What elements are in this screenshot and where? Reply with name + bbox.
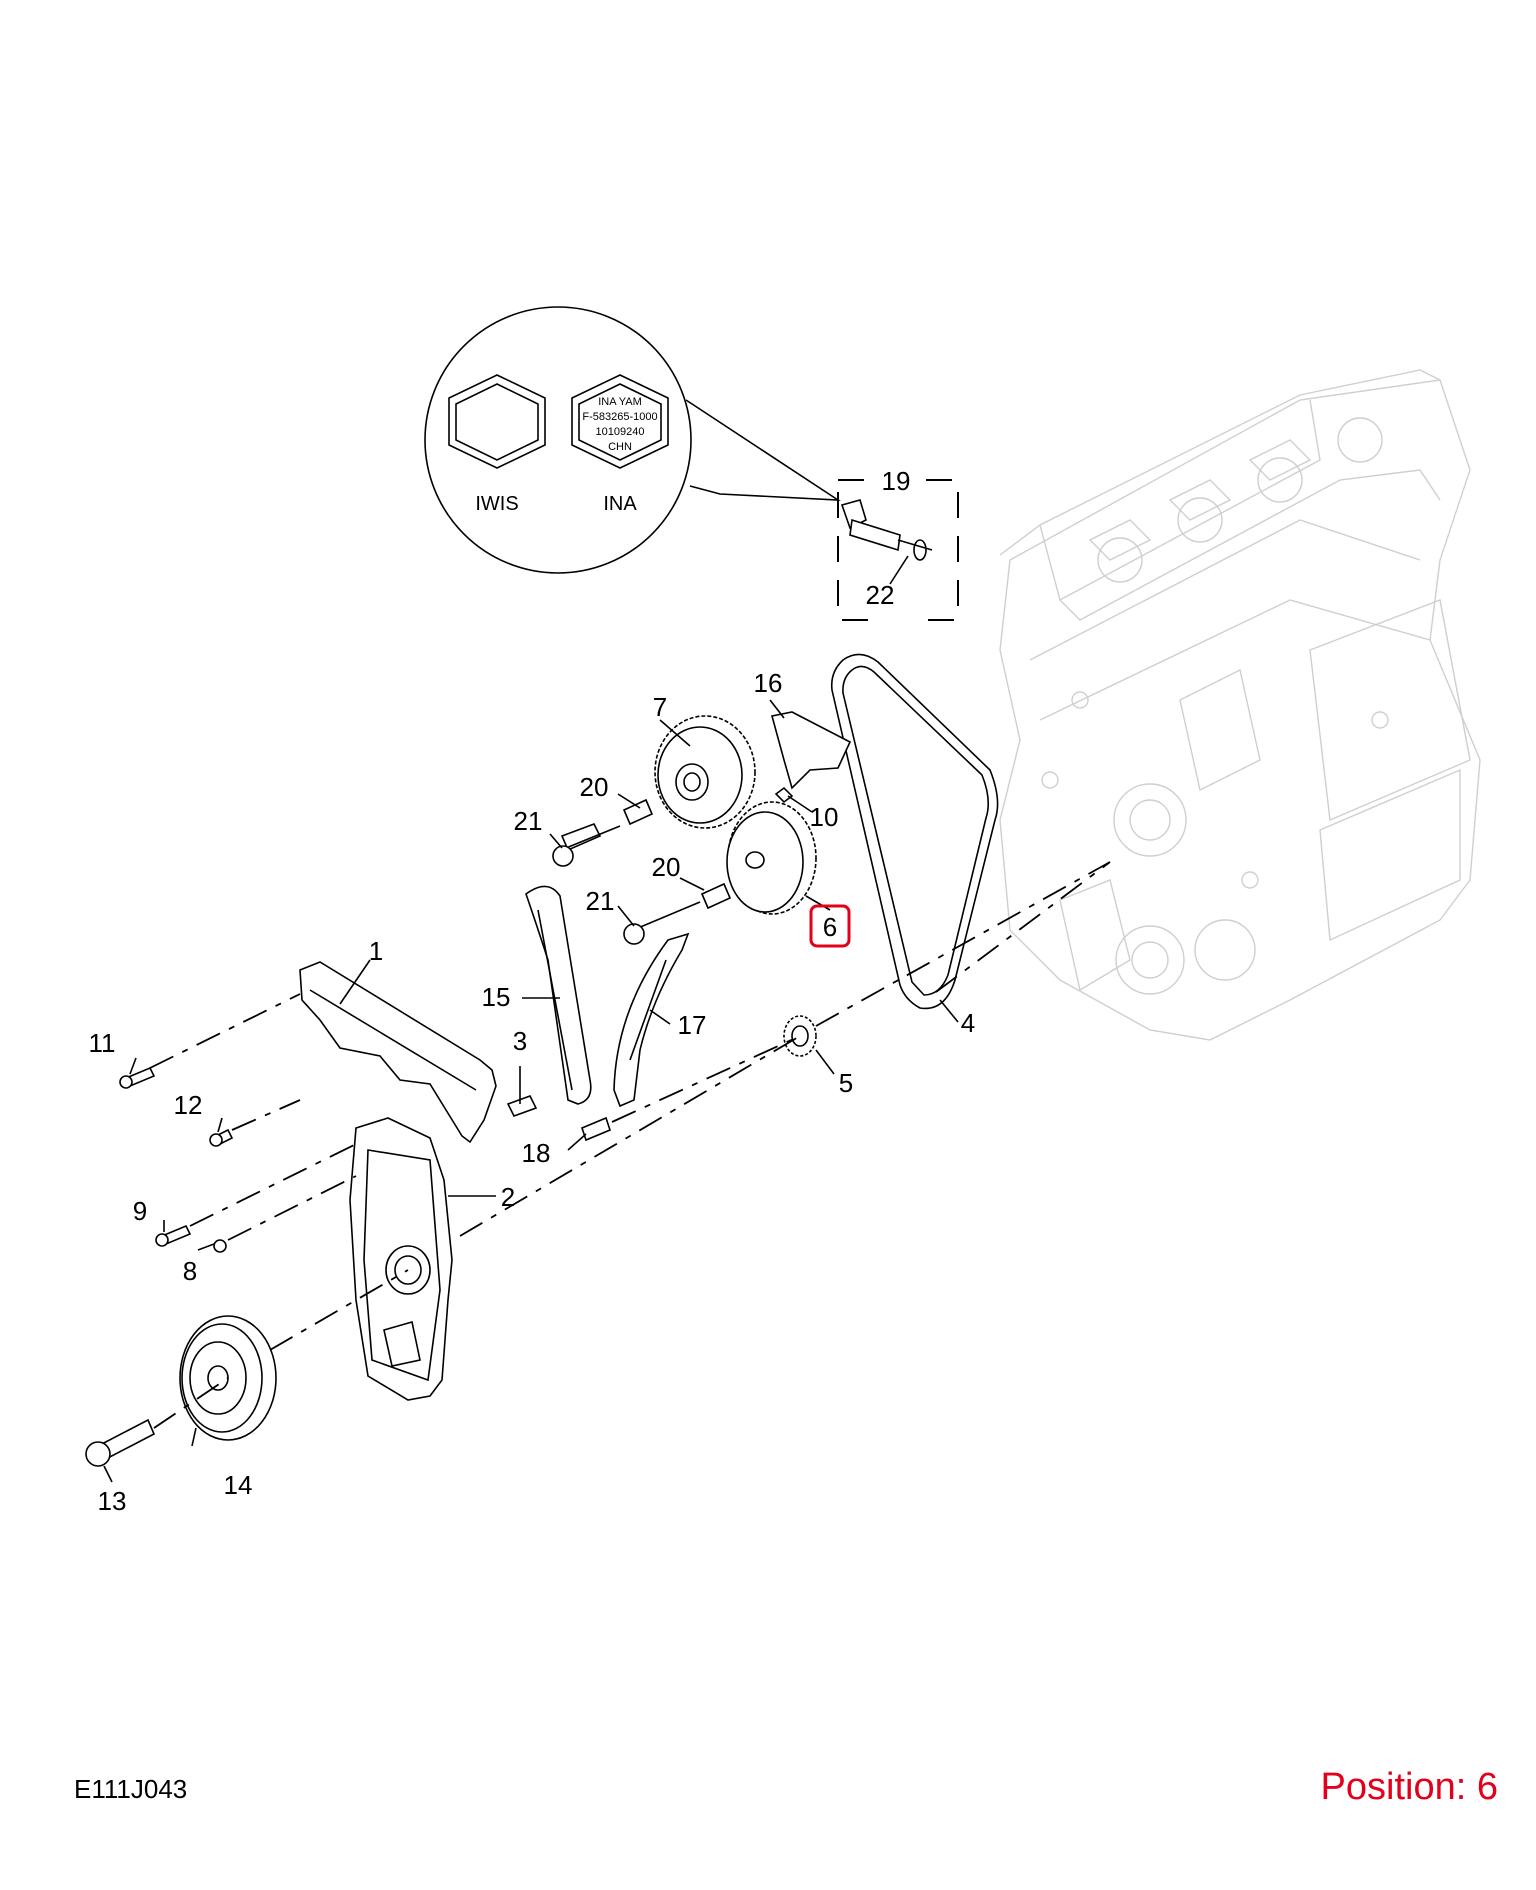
leader-lines [103, 555, 959, 1483]
iwis-hex-nut [448, 374, 546, 469]
callout-17[interactable]: 17 [678, 1010, 707, 1040]
lower-timing-cover [349, 1117, 453, 1401]
callout-14[interactable]: 14 [224, 1470, 253, 1500]
crankshaft-sprocket [783, 1015, 817, 1057]
callout-labels: 1 2 3 4 5 6 7 8 9 10 11 12 13 14 15 16 1… [89, 466, 976, 1516]
callout-9[interactable]: 9 [133, 1196, 147, 1226]
iwis-label: IWIS [475, 493, 518, 515]
callout-2[interactable]: 2 [501, 1182, 515, 1212]
ina-marking-line-2: F-583265-1000 [582, 411, 657, 423]
callout-8[interactable]: 8 [183, 1256, 197, 1286]
ina-marking-line-3: 10109240 [596, 426, 645, 438]
selected-callout-highlight [809, 904, 851, 948]
upper-timing-cover [299, 961, 497, 1144]
callout-6[interactable]: 6 [823, 912, 837, 942]
crankshaft-pulley [85, 1315, 277, 1467]
diagram-code: E111J043 [74, 1774, 188, 1804]
tensioner-group [837, 479, 959, 621]
callout-4[interactable]: 4 [961, 1008, 975, 1038]
chain-guide-rails [525, 885, 690, 1108]
callout-19[interactable]: 19 [882, 466, 911, 496]
engine-block-ghost [999, 369, 1481, 1041]
callout-11[interactable]: 11 [89, 1028, 116, 1058]
alignment-lines [149, 861, 1111, 1429]
bolts-upper [552, 786, 794, 945]
callout-5[interactable]: 5 [839, 1068, 853, 1098]
callout-20-upper[interactable]: 20 [580, 772, 609, 802]
detail-inset: IWIS INA YAM F-583265-1000 10109240 CHN … [424, 306, 841, 574]
ina-marking-line-1: INA YAM [598, 396, 642, 408]
ina-label: INA [603, 493, 637, 515]
position-label: Position: 6 [1320, 1766, 1498, 1808]
ina-hex-nut [571, 374, 669, 469]
callout-16[interactable]: 16 [754, 668, 783, 698]
callout-13[interactable]: 13 [98, 1486, 127, 1516]
callout-12[interactable]: 12 [174, 1090, 203, 1120]
ina-marking-line-4: CHN [608, 441, 632, 453]
callout-22[interactable]: 22 [866, 580, 895, 610]
callout-18[interactable]: 18 [522, 1138, 551, 1168]
callout-15[interactable]: 15 [482, 982, 511, 1012]
callout-7[interactable]: 7 [653, 692, 667, 722]
callout-1[interactable]: 1 [369, 936, 383, 966]
camshaft-adjuster-exhaust [726, 801, 817, 915]
callout-3[interactable]: 3 [513, 1026, 527, 1056]
camshaft-adjuster-intake [654, 715, 756, 829]
callout-21-upper[interactable]: 21 [514, 806, 543, 836]
bolts-lower [119, 1066, 611, 1253]
timing-chain [830, 653, 999, 1010]
callout-20-lower[interactable]: 20 [652, 852, 681, 882]
callout-10[interactable]: 10 [810, 802, 839, 832]
callout-21-lower[interactable]: 21 [586, 886, 615, 916]
chain-guide-upper [771, 711, 852, 790]
